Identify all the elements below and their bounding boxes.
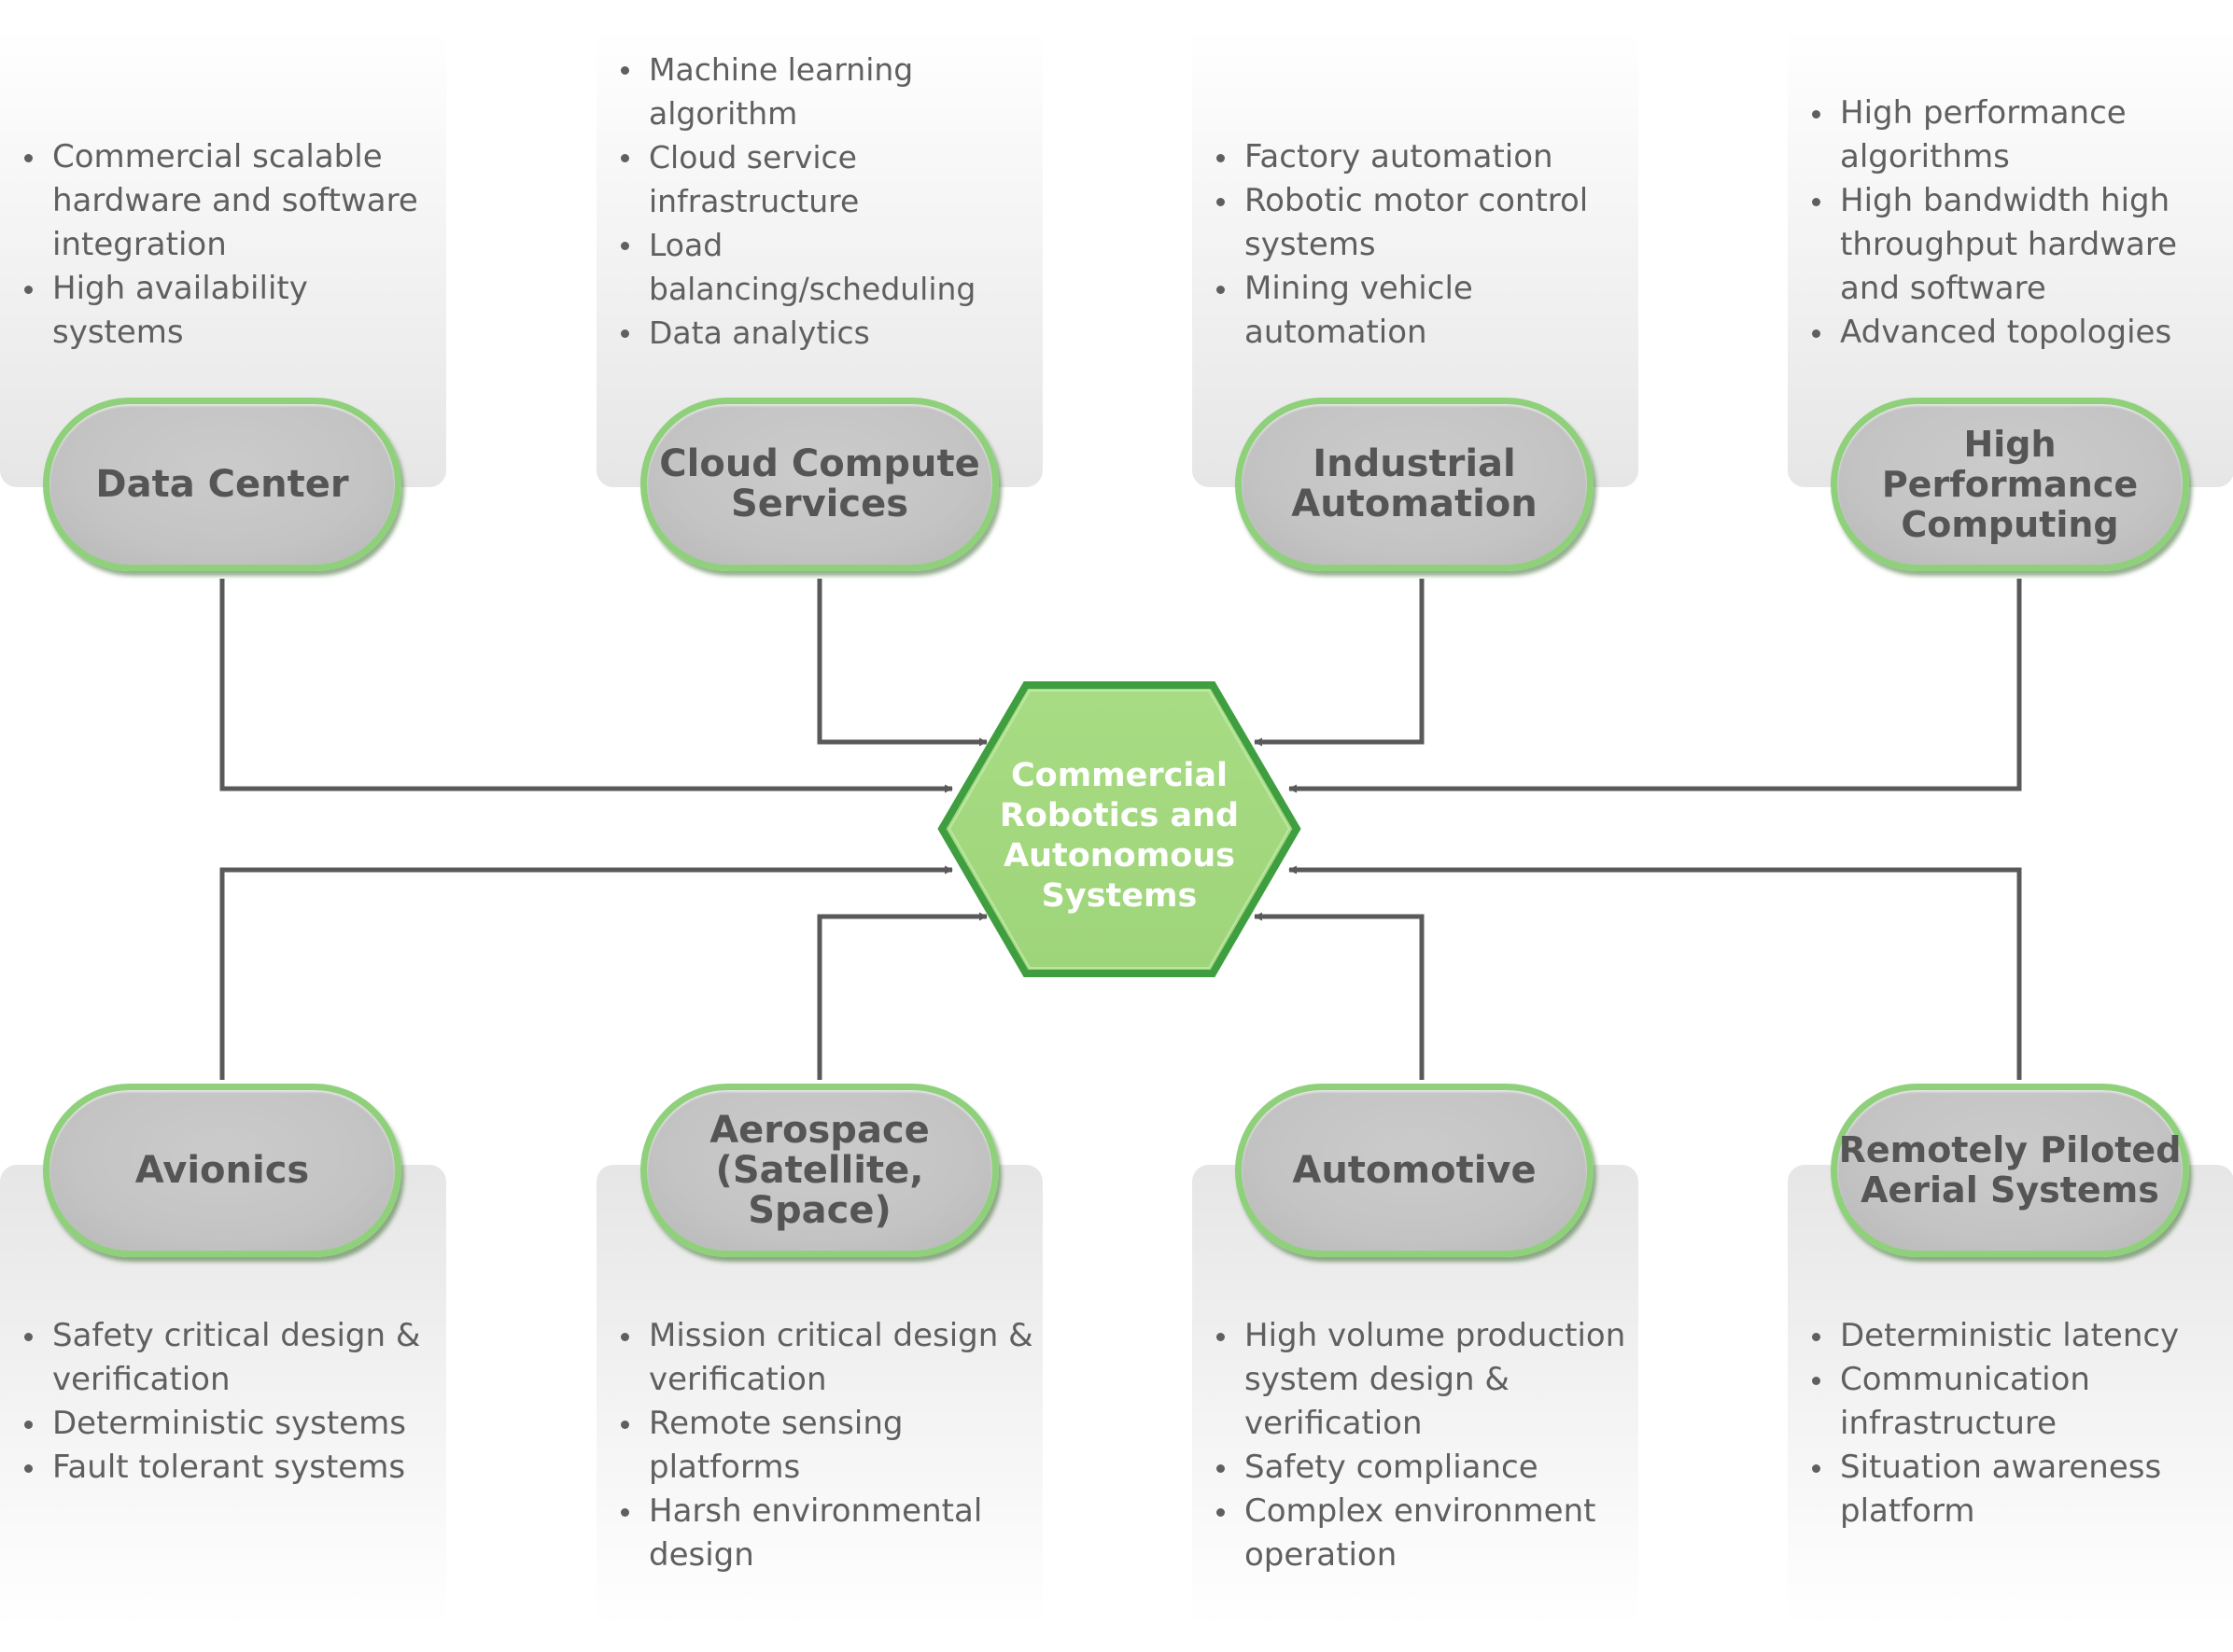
node-data-center[interactable]: Data Center — [43, 398, 401, 571]
bullet-item: Commercial scalable hardware and softwar… — [21, 135, 441, 267]
connector-automotive — [1254, 912, 1425, 1080]
bullet-item: Safety compliance — [1213, 1446, 1633, 1490]
automotive-bullets: High volume production system design & v… — [1213, 1314, 1633, 1577]
hub-hexagon-highlight — [948, 690, 1291, 969]
hub-hexagon — [937, 681, 1301, 977]
node-title: Data Center — [95, 462, 349, 506]
avionics-bullets: Safety critical design & verification De… — [21, 1314, 441, 1490]
bullet-item: Mission critical design & verification — [617, 1314, 1037, 1402]
bullet-item: High volume production system design & v… — [1213, 1314, 1633, 1446]
node-title: Cloud Compute Services — [659, 442, 980, 525]
bullet-item: Factory automation — [1213, 135, 1633, 179]
node-rpas[interactable]: Remotely Piloted Aerial Systems — [1831, 1084, 2189, 1257]
node-title: Industrial Automation — [1291, 442, 1538, 525]
bullet-item: Remote sensing platforms — [617, 1402, 1037, 1490]
cloud-compute-bullets: Machine learning algorithm Cloud service… — [617, 48, 1037, 355]
bullet-item: Safety critical design & verification — [21, 1314, 441, 1402]
bullet-item: Situation awareness platform — [1808, 1446, 2228, 1533]
connector-data-center — [219, 579, 953, 793]
bullet-item: Cloud service infrastructure — [617, 135, 1037, 223]
bullet-item: Advanced topologies — [1808, 311, 2228, 355]
connector-aerospace — [817, 912, 988, 1080]
bullet-item: Fault tolerant systems — [21, 1446, 441, 1490]
bullet-item: Complex environment operation — [1213, 1490, 1633, 1577]
node-title: Aerospace (Satellite, Space) — [709, 1108, 930, 1232]
bullet-item: Mining vehicle automation — [1213, 267, 1633, 355]
connector-cloud-compute — [817, 579, 988, 747]
bullet-item: Data analytics — [617, 311, 1037, 355]
node-title: Remotely Piloted Aerial Systems — [1838, 1129, 2182, 1211]
bullet-item: Deterministic latency — [1808, 1314, 2228, 1358]
node-automotive[interactable]: Automotive — [1235, 1084, 1594, 1257]
bullet-item: Harsh environmental design — [617, 1490, 1037, 1577]
automotive-panel: High volume production system design & v… — [1192, 1165, 1638, 1628]
hub-label: Commercial Robotics and Autonomous Syste… — [999, 757, 1240, 915]
connector-hpc — [1288, 579, 2022, 793]
connector-rpas — [1288, 865, 2022, 1080]
aerospace-bullets: Mission critical design & verification R… — [617, 1314, 1037, 1577]
rpas-bullets: Deterministic latency Communication infr… — [1808, 1314, 2228, 1533]
connector-industrial-automation — [1254, 579, 1425, 747]
bullet-item: Deterministic systems — [21, 1402, 441, 1446]
data-center-bullets: Commercial scalable hardware and softwar… — [21, 135, 441, 355]
bullet-item: High performance algorithms — [1808, 91, 2228, 179]
node-industrial-automation[interactable]: Industrial Automation — [1235, 398, 1594, 571]
bullet-item: Robotic motor control systems — [1213, 179, 1633, 267]
node-title: Avionics — [134, 1148, 310, 1192]
bullet-item: High bandwidth high throughput hardware … — [1808, 179, 2228, 311]
industrial-automation-bullets: Factory automation Robotic motor control… — [1213, 135, 1633, 355]
hpc-bullets: High performance algorithms High bandwid… — [1808, 91, 2228, 355]
bullet-item: High availability systems — [21, 267, 441, 355]
connector-avionics — [219, 865, 953, 1080]
node-cloud-compute[interactable]: Cloud Compute Services — [640, 398, 999, 571]
node-aerospace[interactable]: Aerospace (Satellite, Space) — [640, 1084, 999, 1257]
bullet-item: Load balancing/scheduling — [617, 223, 1037, 311]
node-title: Automotive — [1292, 1148, 1537, 1192]
node-title: High Performance Computing — [1881, 423, 2139, 545]
node-avionics[interactable]: Avionics — [43, 1084, 401, 1257]
node-hpc[interactable]: High Performance Computing — [1831, 398, 2189, 571]
bullet-item: Communication infrastructure — [1808, 1358, 2228, 1446]
bullet-item: Machine learning algorithm — [617, 48, 1037, 135]
